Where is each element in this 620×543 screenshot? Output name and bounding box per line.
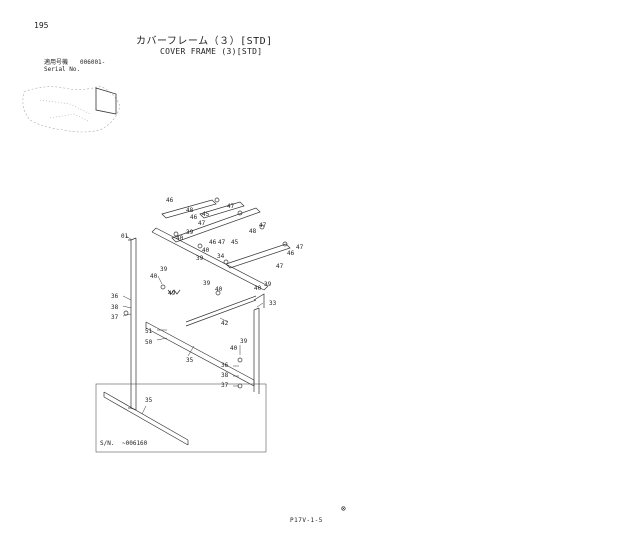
callout: 37 <box>221 382 229 389</box>
leader-lines <box>122 235 264 387</box>
symbol-mark: ⊗ <box>341 504 346 513</box>
callout: 45 <box>202 211 210 218</box>
callout: 38 <box>111 304 119 311</box>
callout: 47 <box>259 222 267 229</box>
callout: 37 <box>111 314 119 321</box>
callout: 01 <box>121 233 129 240</box>
callout: 47 <box>198 220 206 227</box>
title-english: COVER FRAME (3)[STD] <box>160 47 263 56</box>
serial-label-en: Serial No. <box>44 66 81 73</box>
callout: 34 <box>217 253 225 260</box>
callout: 51 <box>145 328 153 335</box>
callout: 40 <box>150 273 158 280</box>
callout: 50 <box>145 339 153 346</box>
inset-box <box>95 383 267 453</box>
callout: 36 <box>221 362 229 369</box>
callout: 39 <box>160 266 168 273</box>
callout: 46 <box>209 239 217 246</box>
right-post <box>253 293 265 394</box>
figure-code: P17V-1-5 <box>290 517 323 524</box>
callout-labels: 46 47 48 45 46 47 39 40 01 47 48 46 47 4… <box>111 197 304 404</box>
callout: 40 <box>176 235 184 242</box>
callout: 35 <box>186 357 194 364</box>
callout: 33 <box>269 300 277 307</box>
callout: 48 <box>249 228 257 235</box>
inset-sn-label: S/N. <box>100 440 115 447</box>
callout: 40 <box>254 285 262 292</box>
callout: 38 <box>221 372 229 379</box>
callout: 39 <box>203 280 211 287</box>
serial-value: 006001- <box>80 59 106 66</box>
callout: 40 <box>215 286 223 293</box>
bottom-beam <box>145 321 255 387</box>
callout: 39 <box>186 229 194 236</box>
callout: 39 <box>196 255 204 262</box>
callout: 47 <box>227 203 235 210</box>
page-number: 195 <box>34 21 49 30</box>
callout: 46 <box>287 250 295 257</box>
callout: 40 <box>202 247 210 254</box>
title-japanese: カバーフレーム（３）[STD] <box>136 36 273 47</box>
upper-strips <box>161 199 291 269</box>
callout: 49 <box>168 290 176 297</box>
serial-label-jp: 適用号機 <box>44 59 69 66</box>
callout: 47 <box>276 263 284 270</box>
inset-sn-value: ~006160 <box>122 440 148 447</box>
callout: 40 <box>230 345 238 352</box>
left-post <box>128 237 137 411</box>
callout: 46 <box>166 197 174 204</box>
brace <box>185 295 257 327</box>
callout: 46 <box>190 214 198 221</box>
locator-thumbnail <box>22 85 121 133</box>
inset-part-label: 35 <box>145 397 153 404</box>
callout: 47 <box>218 239 226 246</box>
callout: 42 <box>221 320 229 327</box>
top-beam <box>151 227 269 291</box>
callout: 39 <box>240 338 248 345</box>
callout: 36 <box>111 293 119 300</box>
callout: 48 <box>186 207 194 214</box>
callout: 47 <box>296 244 304 251</box>
callout: 45 <box>231 239 239 246</box>
callout: 39 <box>264 281 272 288</box>
